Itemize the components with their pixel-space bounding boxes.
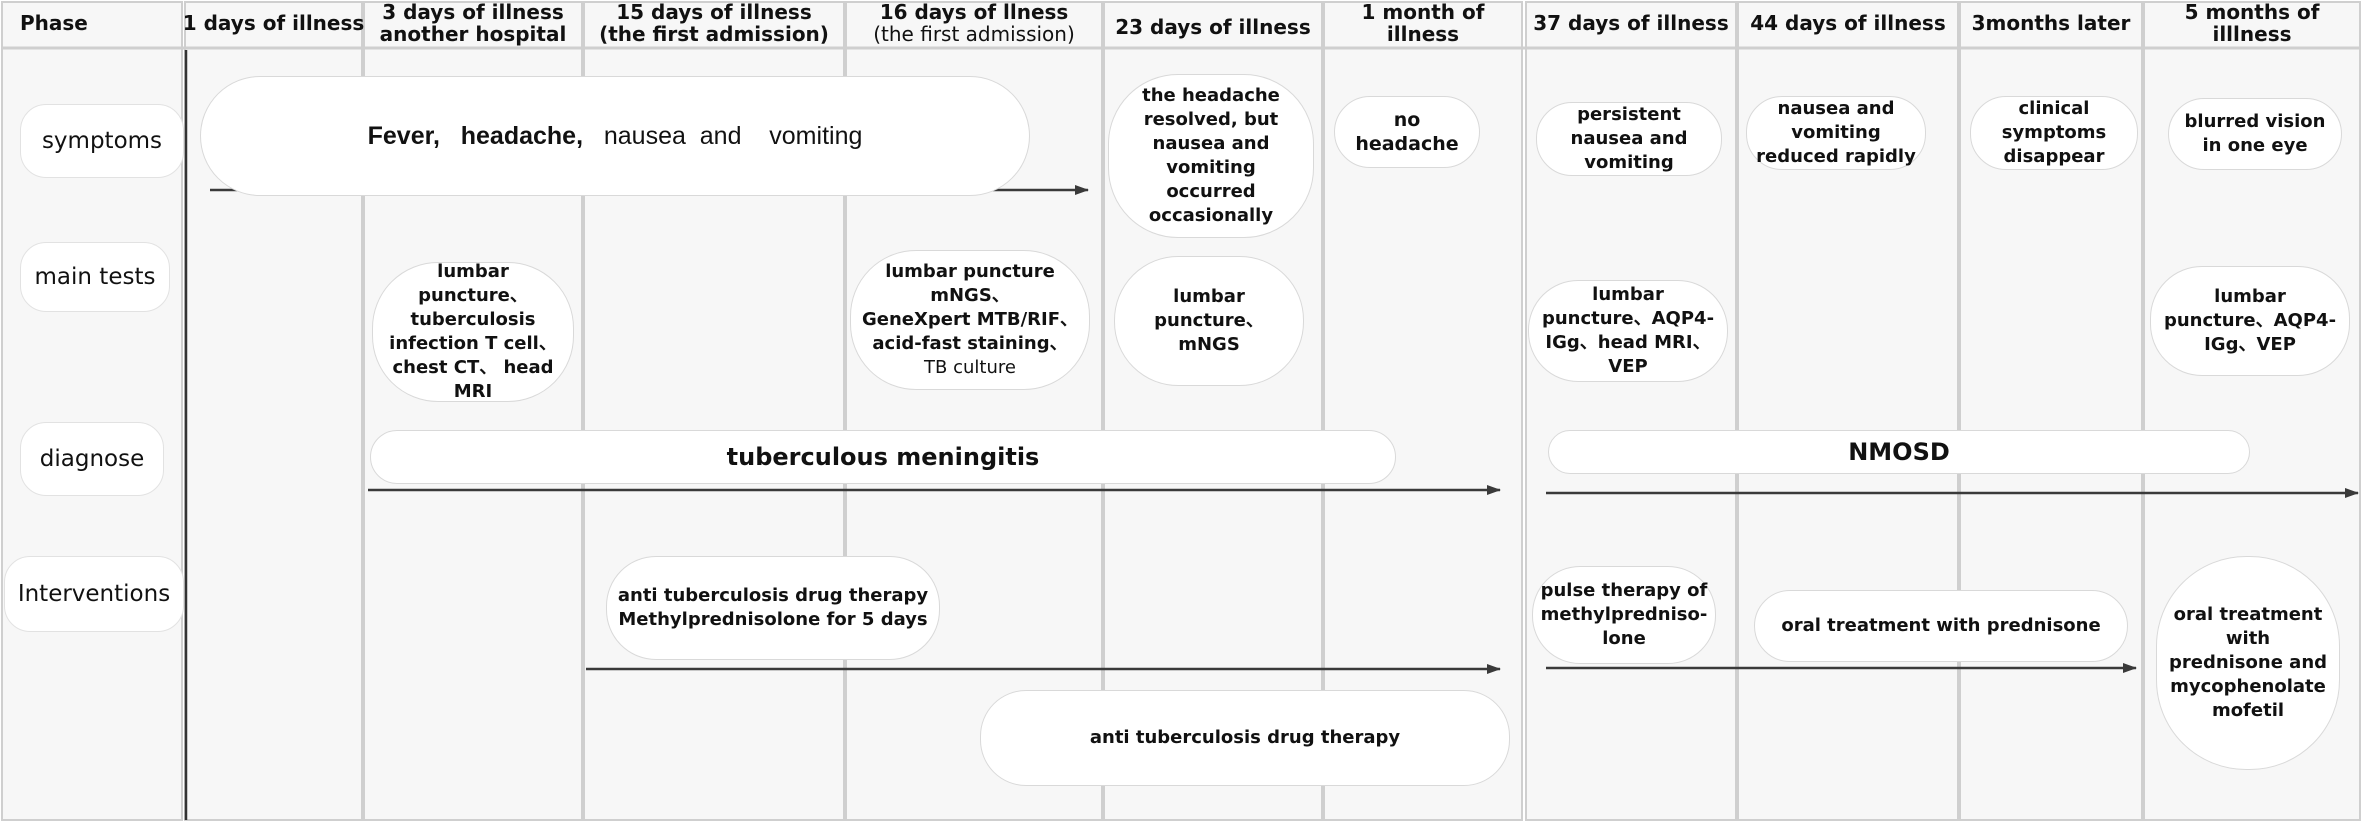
test-day3-line6: MRI xyxy=(453,381,493,402)
symptom-day23-line6: occasionally xyxy=(1148,205,1274,226)
intervention-day37-line3: lone xyxy=(1602,628,1646,649)
intervention-day44-card: oral treatment with prednisone xyxy=(1754,590,2128,662)
test-day3-card: lumbar puncture、 tuberculosis infection … xyxy=(372,261,574,402)
symptom-month3-line2: symptoms xyxy=(2001,122,2107,143)
test-day16-line4: acid-fast staining、 xyxy=(872,333,1068,354)
test-day16-line5: TB culture xyxy=(924,357,1016,378)
intervention-day15-line2: Methylprednisolone for 5 days xyxy=(618,609,928,630)
test-day37-line4: VEP xyxy=(1608,356,1648,377)
symptom-month1-line1: no xyxy=(1393,109,1421,131)
test-day16-line1: lumbar puncture xyxy=(885,261,1055,282)
test-day16-line2: mNGS、 xyxy=(930,285,1010,306)
test-day16-card: lumbar puncture mNGS、 GeneXpert MTB/RIF、… xyxy=(850,250,1090,390)
header-day16-line2: (the first admission) xyxy=(873,22,1075,46)
symptom-day37-card: persistent nausea and vomiting xyxy=(1536,102,1722,176)
symptom-month1-card: no headache xyxy=(1334,96,1480,168)
header-day3-line2: another hospital xyxy=(379,22,567,46)
intervention-day37-line1: pulse therapy of xyxy=(1540,580,1708,601)
test-day37-line3: IGg、head MRI、 xyxy=(1545,332,1711,353)
row-label-diagnose: diagnose xyxy=(20,422,164,496)
header-day15-line2: (the first admission) xyxy=(599,22,829,46)
test-day3-line3: tuberculosis xyxy=(410,309,536,330)
test-day16-line3: GeneXpert MTB/RIF、 xyxy=(861,309,1079,330)
intervention-day15-line1: anti tuberculosis drug therapy xyxy=(617,585,929,606)
test-month5-line2: puncture、AQP4- xyxy=(2163,310,2337,331)
symptom-month3-line1: clinical xyxy=(2018,98,2090,119)
header-month1-line2: illness xyxy=(1386,22,1460,46)
symptom-headache: headache, xyxy=(460,122,584,150)
symptom-month3-card: clinical symptoms disappear xyxy=(1970,96,2138,170)
intervention-day15-card: anti tuberculosis drug therapy Methylpre… xyxy=(606,556,940,660)
symptom-day44-line2: vomiting xyxy=(1791,122,1881,143)
intervention-month5-line1: oral treatment xyxy=(2173,604,2323,625)
row-label-symptoms: symptoms xyxy=(20,104,184,178)
header-day3-line1: 3 days of illness xyxy=(382,0,564,24)
test-day3-line5: chest CT、 head xyxy=(392,357,554,378)
test-day23-line1: lumbar xyxy=(1173,286,1245,307)
symptom-day37-line3: vomiting xyxy=(1584,152,1674,173)
test-day23-line3: mNGS xyxy=(1178,334,1240,355)
symptom-month5-card: blurred vision in one eye xyxy=(2168,98,2342,170)
header-day1: 1 days of illness xyxy=(182,11,365,35)
symptom-day37-line2: nausea and xyxy=(1570,128,1688,149)
test-month5-line3: IGg、VEP xyxy=(2204,334,2296,355)
row-label-interventions: Interventions xyxy=(4,556,184,632)
symptom-fever: Fever, xyxy=(367,122,440,150)
header-month5-line1: 5 months of xyxy=(2184,0,2320,24)
symptom-nausea: nausea and xyxy=(603,122,742,150)
header-month1-line1: 1 month of xyxy=(1361,0,1485,24)
intervention-day37-card: pulse therapy of methylpredniso- lone xyxy=(1532,566,1716,664)
test-month5-card: lumbar puncture、AQP4- IGg、VEP xyxy=(2150,266,2350,376)
symptom-month5-line1: blurred vision xyxy=(2184,111,2326,132)
intervention-month5-line3: prednisone and xyxy=(2168,652,2328,673)
symptom-day23-line2: resolved, but xyxy=(1143,109,1279,130)
header-day15: 15 days of illness (the first admission) xyxy=(584,0,844,46)
symptom-day23-card: the headache resolved, but nausea and vo… xyxy=(1108,74,1314,238)
intervention-month5-card: oral treatment with prednisone and mycop… xyxy=(2156,556,2340,770)
diagnosis-tbm-bar: tuberculous meningitis xyxy=(370,430,1396,484)
intervention-month5-line5: mofetil xyxy=(2211,700,2285,721)
intervention-month5-line2: with xyxy=(2225,628,2271,649)
header-month3: 3months later xyxy=(1971,11,2131,35)
test-day37-line2: puncture、AQP4- xyxy=(1541,308,1715,329)
intervention-month5-line4: mycophenolate xyxy=(2170,676,2326,697)
test-day3-line1: lumbar xyxy=(437,261,509,282)
header-day44: 44 days of illness xyxy=(1750,11,1946,35)
header-month5: 5 months of illlness xyxy=(2144,0,2360,46)
intervention-anti-tb-card: anti tuberculosis drug therapy xyxy=(980,690,1510,786)
header-day16-line1: 16 days of llness xyxy=(879,0,1069,24)
header-day3: 3 days of illness another hospital xyxy=(364,0,582,46)
symptom-day44-line1: nausea and xyxy=(1777,98,1895,119)
intervention-day37-line2: methylpredniso- xyxy=(1540,604,1708,625)
test-day3-line2: puncture、 xyxy=(418,285,528,306)
diagnosis-nmosd-bar: NMOSD xyxy=(1548,430,2250,474)
header-day15-line1: 15 days of illness xyxy=(616,0,812,24)
symptom-fever-card: Fever, headache, nausea and vomiting xyxy=(200,76,1030,196)
symptom-day23-line4: vomiting xyxy=(1166,157,1256,178)
symptom-day44-card: nausea and vomiting reduced rapidly xyxy=(1746,96,1926,170)
symptom-day44-line3: reduced rapidly xyxy=(1756,146,1916,167)
header-month5-line2: illlness xyxy=(2212,22,2292,46)
test-day23-line2: puncture、 xyxy=(1154,310,1264,331)
header-month1: 1 month of illness xyxy=(1324,0,1522,46)
symptom-month3-line3: disappear xyxy=(2003,146,2105,167)
test-month5-line1: lumbar xyxy=(2214,286,2286,307)
symptom-vomiting: vomiting xyxy=(769,122,863,150)
test-day3-line4: infection T cell、 xyxy=(389,333,557,354)
header-day16: 16 days of llness (the first admission) xyxy=(846,0,1102,46)
symptom-month1-line2: headache xyxy=(1355,133,1459,155)
header-day37: 37 days of illness xyxy=(1533,11,1729,35)
symptom-day23-line3: nausea and xyxy=(1152,133,1270,154)
header-phase: Phase xyxy=(20,11,88,35)
test-day37-line1: lumbar xyxy=(1592,284,1664,305)
header-day23: 23 days of illness xyxy=(1115,15,1311,39)
symptom-day23-line1: the headache xyxy=(1142,85,1280,106)
row-label-main-tests: main tests xyxy=(20,242,170,312)
test-day23-card: lumbar puncture、 mNGS xyxy=(1114,256,1304,386)
symptom-day37-line1: persistent xyxy=(1577,104,1681,125)
symptom-day23-line5: occurred xyxy=(1166,181,1256,202)
symptom-month5-line2: in one eye xyxy=(2202,135,2308,156)
test-day37-card: lumbar puncture、AQP4- IGg、head MRI、 VEP xyxy=(1528,280,1728,382)
